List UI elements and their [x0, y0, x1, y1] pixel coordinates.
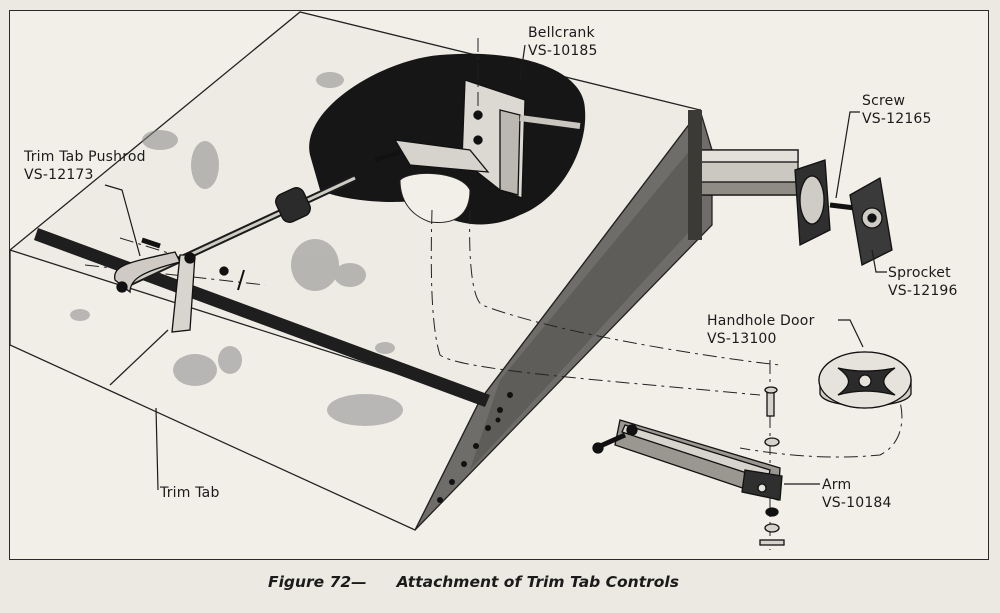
handhole-door-part: [818, 351, 912, 409]
handhole-door-part-number: VS-13100: [707, 331, 777, 347]
arm-part-number: VS-10184: [822, 495, 892, 511]
sprocket-label: Sprocket VS-12196: [888, 264, 958, 300]
paper-smudges: [70, 72, 403, 426]
figure-caption: Figure 72— Attachment of Trim Tab Control…: [268, 573, 788, 597]
arm-label: Arm VS-10184: [822, 476, 892, 512]
bellcrank-part-number: VS-10185: [528, 43, 598, 59]
bellcrank-part: [374, 79, 581, 199]
arm-name: Arm: [822, 477, 852, 493]
leader-lines: [104, 44, 887, 491]
trim-tab-label: Trim Tab: [160, 484, 220, 502]
bellcrank-label: Bellcrank VS-10185: [528, 24, 598, 60]
screw-name: Screw: [862, 93, 906, 109]
pushrod-part-number: VS-12173: [24, 167, 94, 183]
sprocket-name: Sprocket: [888, 265, 951, 281]
handhole-door-label: Handhole Door VS-13100: [707, 312, 815, 348]
sprocket-part-number: VS-12196: [888, 283, 958, 299]
figure-number: Figure 72—: [268, 573, 367, 591]
figure-title: Attachment of Trim Tab Controls: [396, 573, 679, 591]
handhole-door-name: Handhole Door: [707, 313, 815, 329]
face-rivets: [437, 392, 513, 503]
pushrod-part: [114, 174, 357, 333]
pushrod-name: Trim Tab Pushrod: [24, 149, 146, 165]
screw-part-number: VS-12165: [862, 111, 932, 127]
bellcrank-name: Bellcrank: [528, 25, 595, 41]
trim-tab-surface: [9, 249, 481, 531]
arm-part: [592, 419, 783, 501]
screw-sprocket-part: [697, 149, 893, 266]
trim-tab-name: Trim Tab: [160, 485, 220, 501]
mount-bracket: [688, 110, 702, 240]
screw-label: Screw VS-12165: [862, 92, 932, 128]
arm-hardware: [759, 386, 785, 546]
pushrod-label: Trim Tab Pushrod VS-12173: [24, 148, 146, 184]
